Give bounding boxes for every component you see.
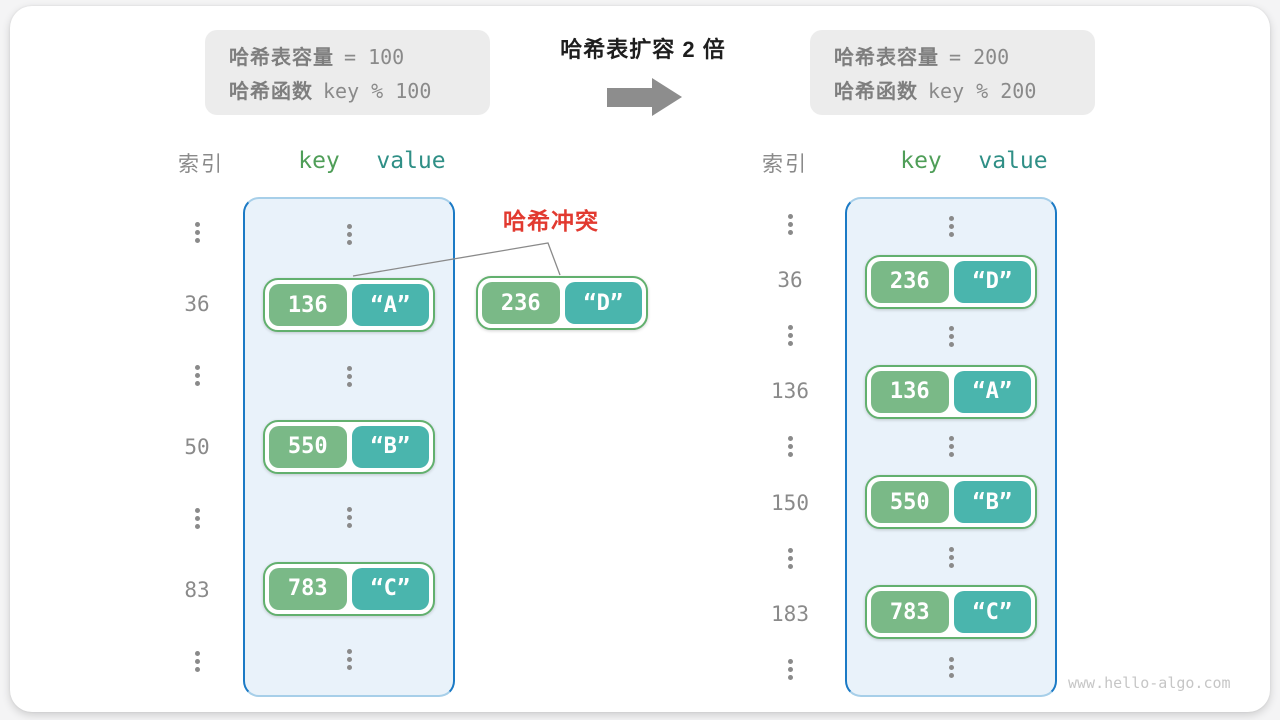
kv-pair-236: 236 “D” [865, 254, 1037, 309]
before-capacity-line: 哈希表容量 = 100 [229, 41, 490, 70]
ellipsis-icon [948, 326, 954, 348]
key-cell: 783 [269, 567, 347, 610]
value-cell: “B” [953, 481, 1031, 524]
index-label: 50 [184, 434, 210, 459]
after-hashfn-value: key % 200 [928, 79, 1037, 103]
key-cell: 236 [871, 260, 949, 303]
index-label: 36 [777, 268, 803, 293]
after-hashfn-line: 哈希函数 key % 200 [834, 75, 1095, 104]
ellipsis-icon [948, 216, 954, 238]
key-cell: 136 [871, 370, 949, 413]
after-hash-table: 236 “D” 136 “A” 550 “B” 783 “C” [845, 197, 1057, 697]
index-label: 136 [771, 379, 809, 404]
ellipsis-icon [787, 547, 793, 569]
after-index-header: 索引 [762, 153, 808, 176]
kv-pair-550: 550 “B” [263, 419, 435, 474]
kv-pair-236-colliding: 236 “D” [476, 276, 648, 330]
before-key-header: key [298, 148, 340, 174]
value-cell: “B” [351, 425, 429, 468]
before-hashfn-value: key % 100 [323, 79, 432, 103]
after-hashfn-label: 哈希函数 [834, 81, 918, 103]
ellipsis-icon [346, 507, 352, 529]
after-info-box: 哈希表容量 = 200 哈希函数 key % 200 [810, 30, 1095, 115]
ellipsis-icon [787, 214, 793, 236]
ellipsis-icon [194, 222, 200, 244]
after-value-header: value [978, 148, 1048, 174]
key-cell: 236 [482, 282, 560, 324]
arrow-head [652, 78, 682, 116]
ellipsis-icon [787, 325, 793, 347]
ellipsis-icon [194, 507, 200, 529]
after-capacity-value: = 200 [949, 45, 1010, 69]
after-capacity-line: 哈希表容量 = 200 [834, 41, 1095, 70]
key-cell: 783 [871, 591, 949, 634]
diagram-title: 哈希表扩容 2 倍 [560, 37, 726, 62]
ellipsis-icon [948, 546, 954, 568]
kv-pair-550: 550 “B” [865, 475, 1037, 530]
before-capacity-value: = 100 [344, 45, 405, 69]
kv-pair-136: 136 “A” [263, 278, 435, 333]
before-index-column: 36 50 83 [157, 197, 237, 697]
key-cell: 550 [871, 481, 949, 524]
index-label: 36 [184, 292, 210, 317]
arrow-shaft [607, 88, 652, 107]
before-value-header: value [376, 148, 446, 174]
after-key-header: key [900, 148, 942, 174]
ellipsis-icon [346, 223, 352, 245]
collision-connector-lines [352, 242, 561, 277]
kv-pair-136: 136 “A” [865, 364, 1037, 419]
ellipsis-icon [194, 365, 200, 387]
kv-pair-783: 783 “C” [865, 585, 1037, 640]
value-cell: “D” [564, 282, 642, 324]
after-index-column: 36 136 150 183 [750, 197, 830, 697]
watermark: www.hello-algo.com [1068, 674, 1231, 692]
index-label: 150 [771, 490, 809, 515]
key-cell: 550 [269, 425, 347, 468]
collision-label: 哈希冲突 [503, 208, 599, 234]
ellipsis-icon [346, 365, 352, 387]
before-index-header: 索引 [178, 153, 224, 176]
before-info-box: 哈希表容量 = 100 哈希函数 key % 100 [205, 30, 490, 115]
before-capacity-label: 哈希表容量 [229, 47, 334, 69]
ellipsis-icon [948, 436, 954, 458]
background-card [10, 6, 1270, 712]
index-label: 83 [184, 577, 210, 602]
value-cell: “D” [953, 260, 1031, 303]
after-capacity-label: 哈希表容量 [834, 47, 939, 69]
value-cell: “A” [953, 370, 1031, 413]
index-label: 183 [771, 601, 809, 626]
value-cell: “A” [351, 284, 429, 327]
kv-pair-783: 783 “C” [263, 561, 435, 616]
ellipsis-icon [948, 656, 954, 678]
ellipsis-icon [194, 650, 200, 672]
ellipsis-icon [787, 658, 793, 680]
ellipsis-icon [346, 649, 352, 671]
value-cell: “C” [351, 567, 429, 610]
key-cell: 136 [269, 284, 347, 327]
ellipsis-icon [787, 436, 793, 458]
before-hashfn-line: 哈希函数 key % 100 [229, 75, 490, 104]
before-hashfn-label: 哈希函数 [229, 81, 313, 103]
before-hash-table: 136 “A” 550 “B” 783 “C” [243, 197, 455, 697]
value-cell: “C” [953, 591, 1031, 634]
